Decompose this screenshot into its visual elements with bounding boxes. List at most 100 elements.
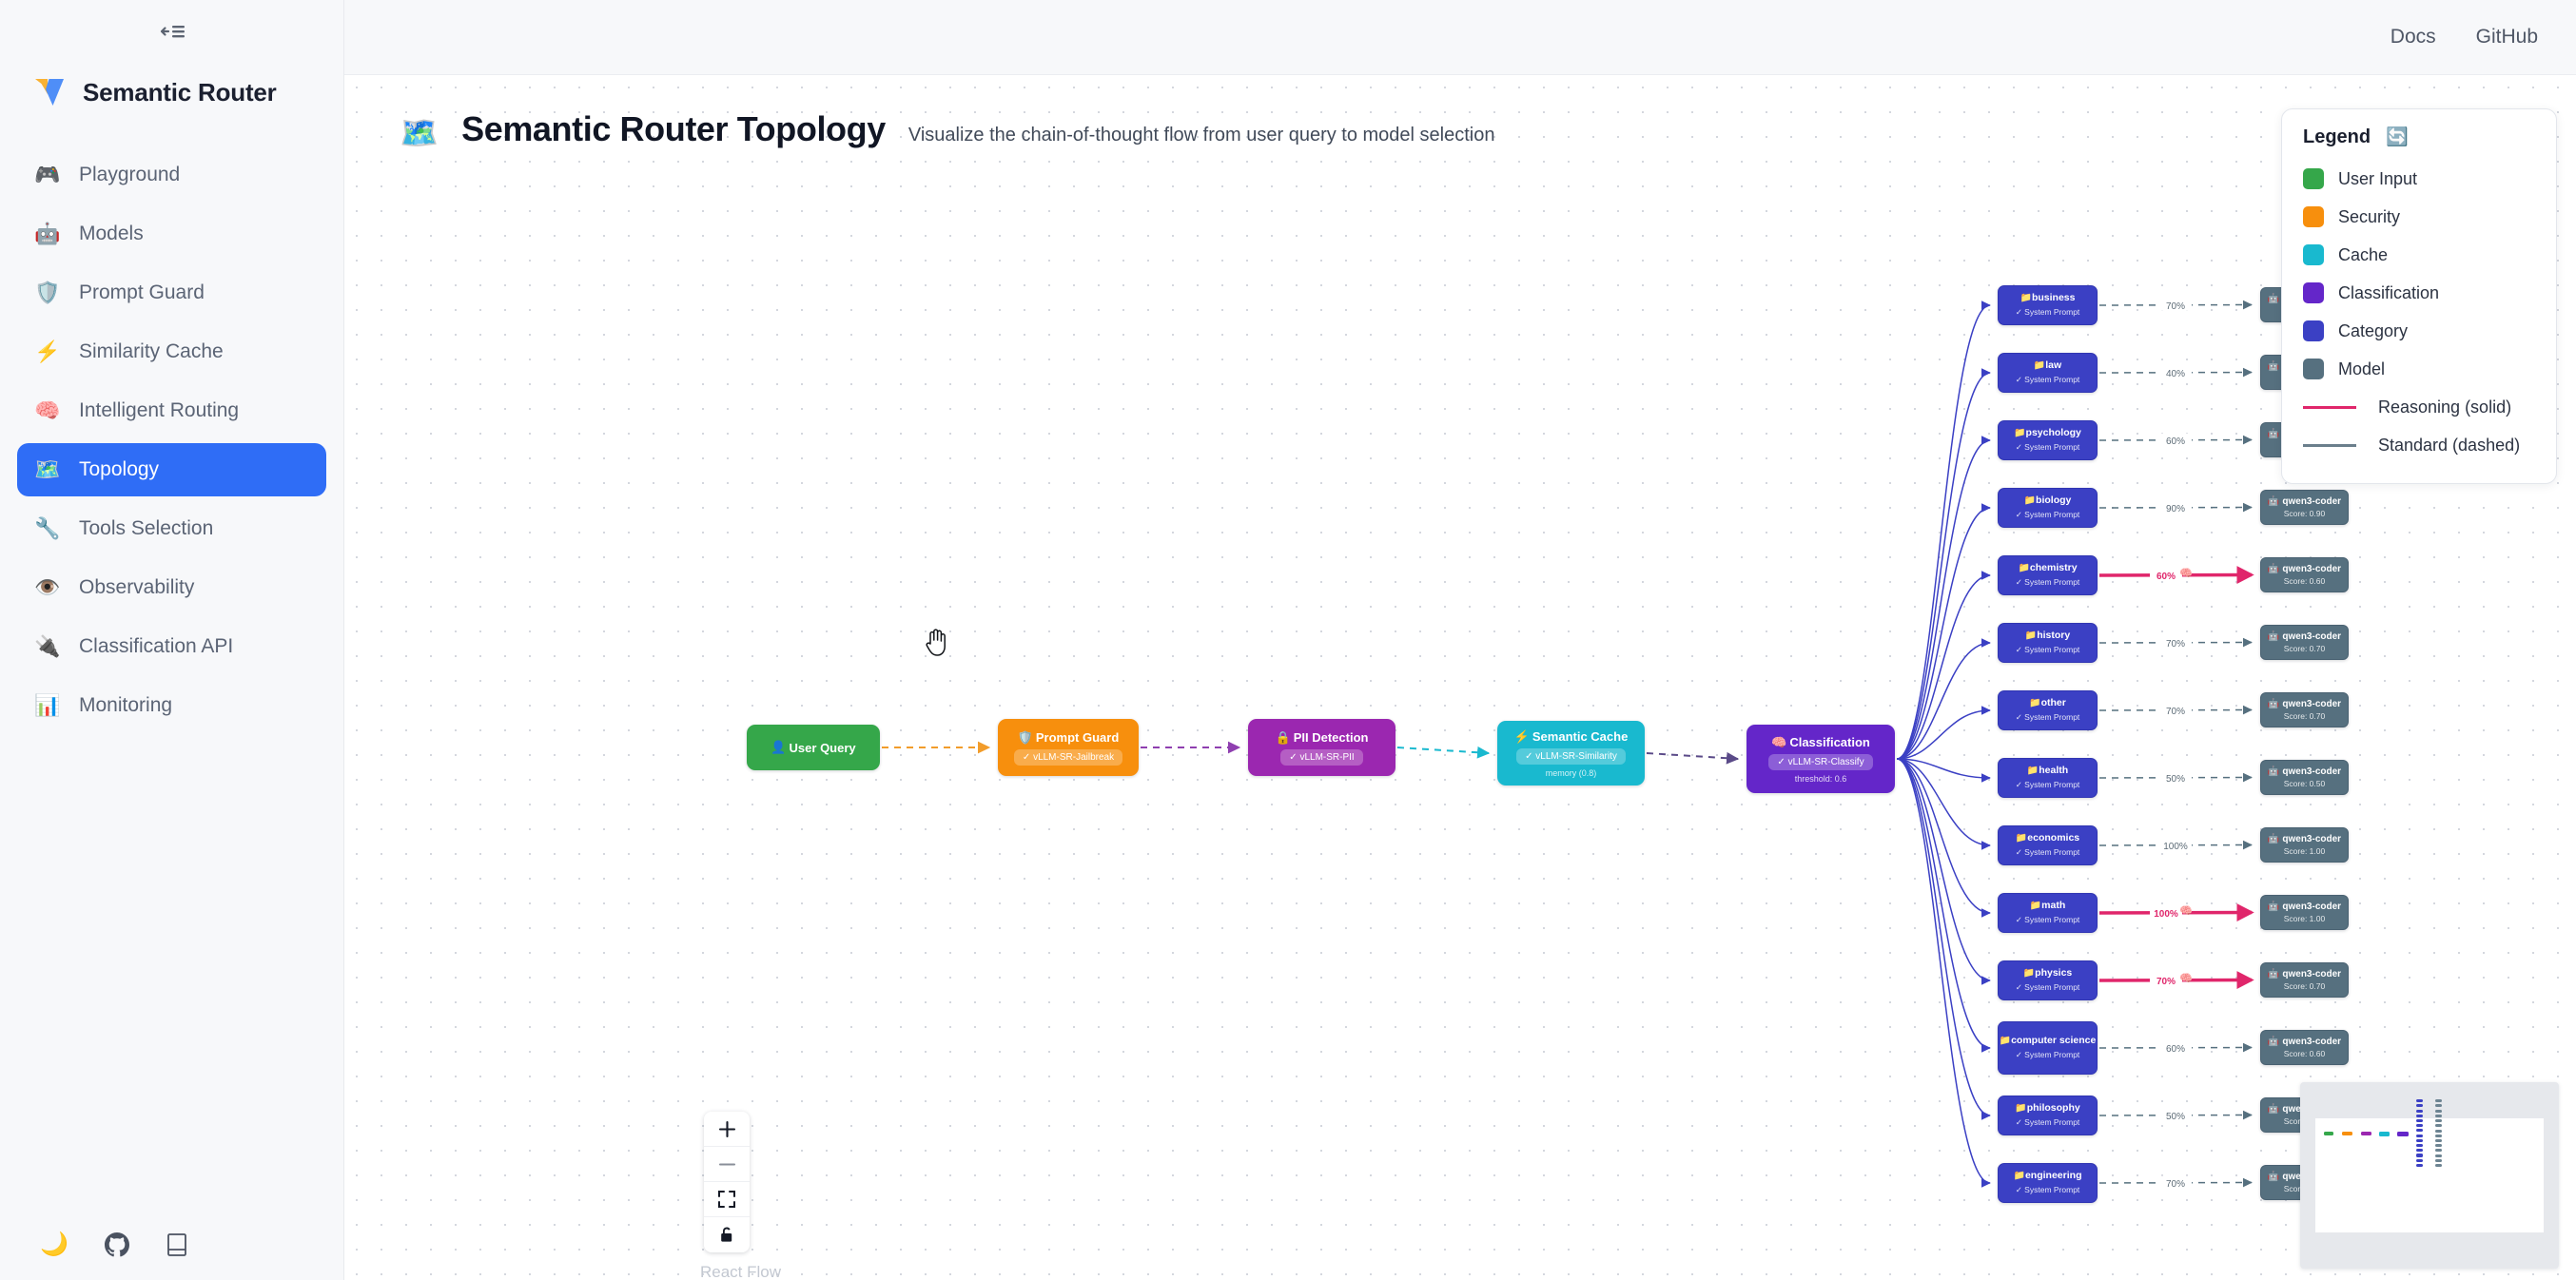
refresh-icon[interactable]: 🔄 xyxy=(2386,127,2409,147)
legend-line xyxy=(2303,443,2356,447)
topbar-link-github[interactable]: GitHub xyxy=(2475,26,2538,48)
model-name: qwen3-coder xyxy=(2282,902,2342,912)
system-prompt-label: ✓ System Prompt xyxy=(2015,441,2080,452)
topology-canvas[interactable]: 🗺️ Semantic Router Topology Visualize th… xyxy=(344,75,2576,1280)
zoom-out-button[interactable] xyxy=(704,1147,750,1182)
sidebar-item-classification-api[interactable]: 🔌Classification API xyxy=(17,620,326,673)
minimap-node xyxy=(2360,1131,2372,1135)
topology-icon: 🗺️ xyxy=(34,457,61,481)
node-icon: 🧠 xyxy=(1771,734,1787,749)
system-prompt-label: ✓ System Prompt xyxy=(2015,711,2080,722)
brand-name: Semantic Router xyxy=(83,77,277,107)
svg-text:90%: 90% xyxy=(2166,504,2185,514)
category-name: 📁history xyxy=(2024,630,2071,642)
collapse-sidebar-icon xyxy=(160,26,185,38)
legend-swatch xyxy=(2303,168,2324,189)
minimap-node xyxy=(2415,1144,2424,1148)
node-category-business[interactable]: 📁business✓ System Prompt xyxy=(1998,285,2098,325)
model-name: qwen3-coder xyxy=(2282,766,2342,777)
category-name: 📁engineering xyxy=(2013,1170,2082,1182)
sidebar-item-intelligent-routing[interactable]: 🧠Intelligent Routing xyxy=(17,384,326,437)
node-category-computer-science[interactable]: 📁computer science✓ System Prompt xyxy=(1998,1021,2098,1075)
folder-icon: 📁 xyxy=(2029,901,2042,912)
model-score: Score: 1.00 xyxy=(2283,846,2326,856)
sidebar-item-label: Classification API xyxy=(79,635,234,657)
node-category-economics[interactable]: 📁economics✓ System Prompt xyxy=(1998,825,2098,865)
sidebar-item-monitoring[interactable]: 📊Monitoring xyxy=(17,679,326,732)
minimap-node xyxy=(2415,1134,2424,1137)
model-icon: 🤖 xyxy=(2267,1104,2280,1115)
sidebar-item-playground[interactable]: 🎮Playground xyxy=(17,148,326,202)
node-category-chemistry[interactable]: 📁chemistry✓ System Prompt xyxy=(1998,555,2098,595)
react-flow-viewport[interactable]: 70%40%60%90%60%70%70%50%100%100%70%60%50… xyxy=(344,75,2576,1280)
sidebar-item-tools-selection[interactable]: 🔧Tools Selection xyxy=(17,502,326,555)
sidebar-item-similarity-cache[interactable]: ⚡ Similarity Cache xyxy=(17,325,326,378)
node-category-math[interactable]: 📁math✓ System Prompt xyxy=(1998,893,2098,933)
main-area: Docs GitHub 🗺️ Semantic Router Topology … xyxy=(344,0,2576,1280)
category-title: 📁psychology xyxy=(2014,427,2081,439)
minimap-node xyxy=(2415,1118,2424,1122)
folder-icon: 📁 xyxy=(2020,293,2032,304)
logo-icon xyxy=(35,79,64,106)
node-category-history[interactable]: 📁history ✓ System Prompt xyxy=(1998,623,2098,663)
node-pii-detection[interactable]: 🔒PII Detection✓ vLLM-SR-PII xyxy=(1248,719,1395,776)
topbar-link-docs[interactable]: Docs xyxy=(2390,26,2436,48)
minimap[interactable] xyxy=(2300,1082,2559,1269)
node-title: 🔒PII Detection xyxy=(1276,730,1369,746)
legend-item: User Input xyxy=(2303,160,2535,198)
node-badge: ✓ vLLM-SR-Classify xyxy=(1768,753,1873,770)
node-category-physics[interactable]: 📁physics✓ System Prompt xyxy=(1998,960,2098,1000)
node-category-philosophy[interactable]: 📁philosophy✓ System Prompt xyxy=(1998,1096,2098,1135)
collapse-sidebar-button[interactable] xyxy=(158,21,186,42)
page-title: Semantic Router Topology xyxy=(461,109,886,148)
system-prompt-label: ✓ System Prompt xyxy=(2015,914,2080,924)
node-category-law[interactable]: 📁law✓ System Prompt xyxy=(1998,353,2098,393)
sidebar-item-topology[interactable]: 🗺️Topology xyxy=(17,443,326,496)
dark-mode-toggle-icon[interactable]: 🌙 xyxy=(40,1232,68,1257)
model-icon: 🤖 xyxy=(2267,834,2280,844)
node-user-query[interactable]: 👤User Query xyxy=(747,725,880,770)
fit-view-button[interactable] xyxy=(704,1182,750,1217)
similarity-cache-icon: ⚡ xyxy=(34,339,61,363)
minimap-node xyxy=(2415,1114,2424,1117)
sidebar-item-label: Similarity Cache xyxy=(79,340,224,362)
sidebar-item-observability[interactable]: 👁️Observability xyxy=(17,561,326,614)
node-category-health[interactable]: 📁health✓ System Prompt xyxy=(1998,758,2098,798)
brand[interactable]: Semantic Router xyxy=(0,53,343,114)
node-prompt-guard[interactable]: 🛡️Prompt Guard✓ vLLM-SR-Jailbreak xyxy=(998,719,1139,776)
sidebar-item-label: Playground xyxy=(79,164,181,185)
sidebar-item-models[interactable]: 🤖Models xyxy=(17,207,326,261)
react-flow-attribution[interactable]: React Flow xyxy=(700,1263,782,1280)
minimap-node xyxy=(2435,1119,2442,1123)
node-category-other[interactable]: 📁other ✓ System Prompt xyxy=(1998,690,2098,730)
system-prompt-label: ✓ System Prompt xyxy=(2015,644,2080,654)
lock-button[interactable] xyxy=(704,1217,750,1252)
svg-text:70%: 70% xyxy=(2166,301,2185,312)
zoom-in-button[interactable] xyxy=(704,1112,750,1147)
category-name: 📁physics xyxy=(2022,967,2073,979)
category-name: 📁other xyxy=(2029,697,2066,709)
model-title: 🤖qwen3-coder xyxy=(2268,834,2341,844)
sidebar-item-label: Tools Selection xyxy=(79,517,214,539)
minimap-node xyxy=(2435,1109,2442,1113)
docs-book-icon[interactable] xyxy=(166,1232,188,1257)
sidebar-item-prompt-guard[interactable]: 🛡️Prompt Guard xyxy=(17,266,326,320)
github-icon[interactable] xyxy=(104,1232,129,1257)
node-label: Prompt Guard xyxy=(1035,730,1120,745)
node-category-biology[interactable]: 📁biology✓ System Prompt xyxy=(1998,488,2098,528)
minimap-node xyxy=(2342,1131,2353,1135)
node-category-psychology[interactable]: 📁psychology ✓ System Prompt xyxy=(1998,420,2098,460)
node-category-engineering[interactable]: 📁engineering✓ System Prompt xyxy=(1998,1163,2098,1203)
page-title-icon: 🗺️ xyxy=(400,115,439,150)
